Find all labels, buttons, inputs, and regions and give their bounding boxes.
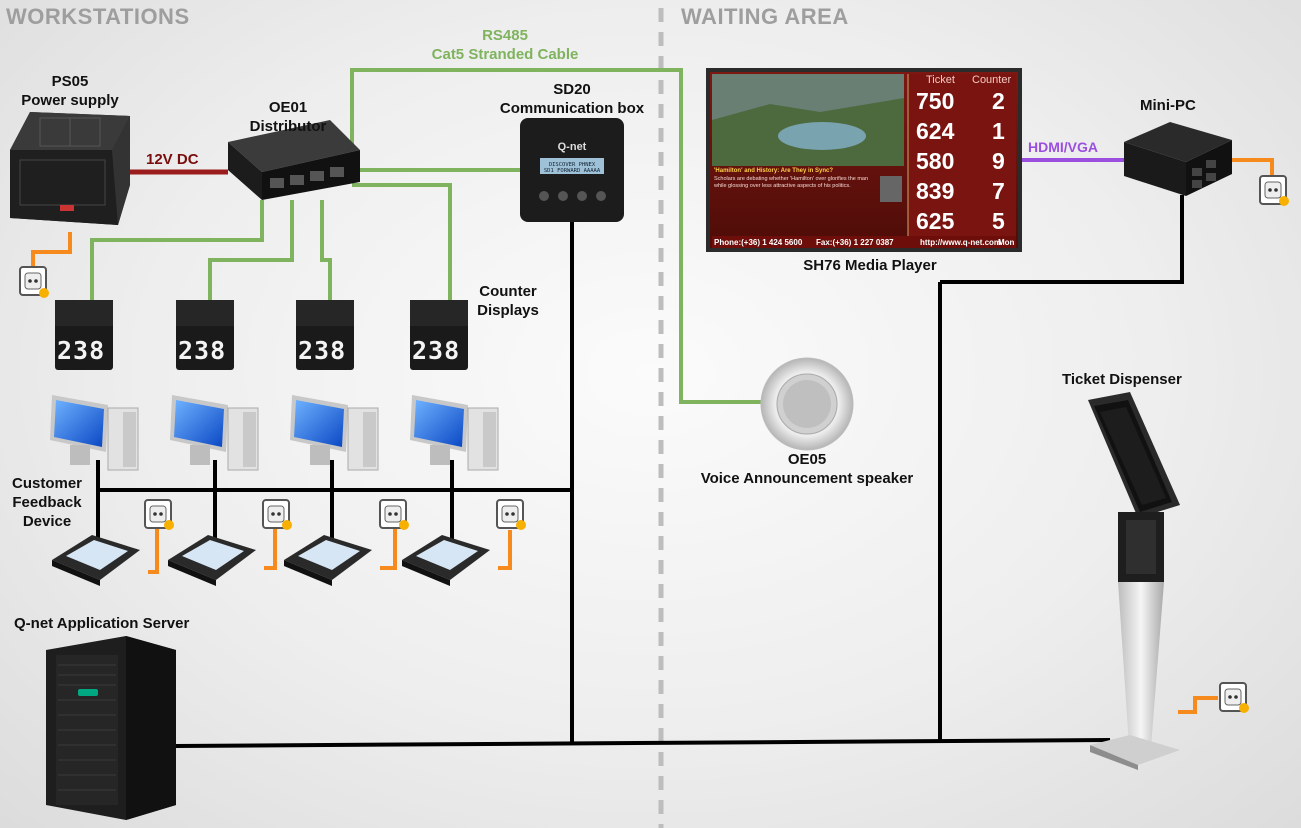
label-feedback-2: Feedback [12, 494, 82, 511]
media-footer-web: http://www.q-net.com [920, 238, 1002, 247]
label-oe01-title: OE01 [268, 99, 308, 116]
media-ticket-number: 839 [916, 178, 955, 204]
label-oe01-subtitle: Distributor [249, 118, 327, 135]
label-oe05-speaker: OE05 Voice Announcement speaker [683, 450, 931, 488]
media-ticket-number: 580 [916, 148, 955, 174]
label-12v-dc: 12V DC [146, 151, 199, 168]
customer-feedback-device [402, 535, 490, 586]
label-counter-displays: Counter Displays [470, 282, 546, 320]
media-ticket-number: 624 [916, 118, 955, 144]
sd20-screen-line-1: DISCOVER PHNEX [549, 162, 596, 168]
media-counter-number: 7 [992, 178, 1005, 204]
media-footer-phone: Phone:(+36) 1 424 5600 [714, 238, 803, 247]
power-outlet-icon [379, 499, 409, 530]
label-ps05-subtitle: Power supply [21, 92, 119, 109]
label-counter-displays-1: Counter [479, 283, 537, 300]
workstation-computer [170, 395, 259, 471]
oe01-distributor [228, 120, 360, 200]
workstation-computer [290, 395, 379, 471]
label-media-player: SH76 Media Player [803, 257, 937, 274]
power-outlet-icon [1219, 682, 1249, 713]
label-sd20-title: SD20 [553, 81, 591, 98]
label-feedback-3: Device [22, 513, 72, 530]
power-outlet-icon [144, 499, 174, 530]
oe05-speaker [760, 357, 854, 451]
media-counter-number: 5 [992, 208, 1005, 234]
network-cables [96, 195, 1184, 748]
media-footer-fax: Fax:(+36) 1 227 0387 [816, 238, 894, 247]
ps05-power-supply [10, 112, 130, 225]
label-oe05-subtitle: Voice Announcement speaker [700, 470, 914, 487]
counter-display [410, 300, 468, 370]
power-outlet-icon [262, 499, 292, 530]
label-oe01: OE01 Distributor [238, 98, 338, 136]
media-header-counter: Counter [972, 74, 1012, 86]
label-application-server: Q-net Application Server [14, 615, 190, 632]
label-rs485-title: RS485 [482, 27, 528, 44]
label-customer-feedback: Customer Feedback Device [2, 474, 92, 531]
media-counter-number: 2 [992, 88, 1005, 114]
customer-feedback-device [168, 535, 256, 586]
label-ticket-dispenser: Ticket Dispenser [1062, 371, 1182, 388]
media-news-title: 'Hamilton' and History: Are They in Sync… [714, 168, 833, 174]
workstation-computer [410, 395, 499, 471]
media-ticket-number: 625 [916, 208, 955, 234]
label-ps05: PS05 Power supply [10, 72, 130, 110]
counter-display-number: 238 [178, 336, 227, 365]
sd20-brand: Q-net [558, 141, 587, 153]
sh76-media-player [706, 68, 1022, 252]
counter-display [296, 300, 354, 370]
media-news-text: Scholars are debating whether 'Hamilton'… [714, 176, 869, 189]
counter-display [55, 300, 113, 370]
label-sd20-subtitle: Communication box [499, 100, 645, 117]
workstation-computer [50, 395, 139, 471]
media-header-ticket: Ticket [926, 74, 955, 86]
media-footer-day: Mon [998, 238, 1015, 247]
sd20-screen-line-2: SD1 FORWARD AAAAA [544, 168, 601, 174]
power-outlet-icon [19, 266, 49, 298]
label-oe05-title: OE05 [787, 451, 827, 468]
counter-display-number: 238 [412, 336, 461, 365]
ticket-dispenser-kiosk [1088, 392, 1180, 770]
counter-display-number: 238 [57, 336, 106, 365]
customer-feedback-device [52, 535, 140, 586]
sd20-communication-box: Q-net DISCOVER PHNEX SD1 FORWARD AAAAA [520, 118, 624, 222]
application-server [46, 636, 176, 820]
zone-title-workstations: WORKSTATIONS [6, 4, 190, 29]
rs485-cables [90, 68, 765, 404]
label-ps05-title: PS05 [51, 73, 89, 90]
counter-display [176, 300, 234, 370]
label-counter-displays-2: Displays [477, 302, 539, 319]
label-hdmi-vga: HDMI/VGA [1028, 139, 1098, 155]
counter-display-number: 238 [298, 336, 347, 365]
label-mini-pc: Mini-PC [1140, 97, 1196, 114]
label-sd20: SD20 Communication box [482, 80, 662, 118]
power-outlet-icon [1259, 175, 1289, 206]
media-counter-number: 1 [992, 118, 1005, 144]
zone-title-waiting-area: WAITING AREA [681, 4, 849, 29]
customer-feedback-device [284, 535, 372, 586]
label-feedback-1: Customer [11, 475, 82, 492]
label-rs485-subtitle: Cat5 Stranded Cable [431, 46, 579, 63]
media-counter-number: 9 [992, 148, 1005, 174]
media-ticket-number: 750 [916, 88, 955, 114]
power-cables [31, 158, 1274, 714]
label-rs485: RS485 Cat5 Stranded Cable [420, 26, 590, 64]
mini-pc [1124, 122, 1232, 196]
power-outlet-icon [496, 499, 526, 530]
